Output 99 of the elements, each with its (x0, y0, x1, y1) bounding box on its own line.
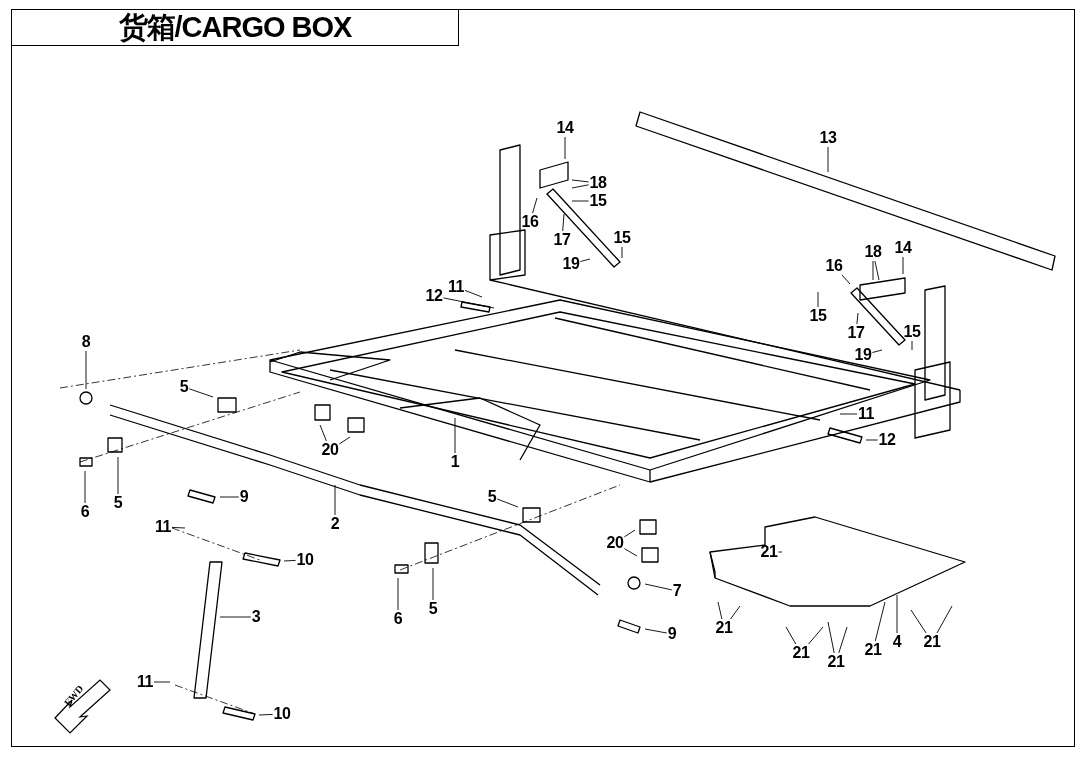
leader-line (188, 388, 214, 398)
leader-line (219, 496, 240, 498)
leader-line (827, 621, 835, 654)
leader-line (896, 594, 898, 634)
diagram-title: 货箱/CARGO BOX (11, 9, 459, 46)
leader-line (432, 567, 434, 601)
callout-number: 5 (428, 601, 438, 617)
leader-line (283, 559, 297, 562)
leader-line (319, 424, 327, 442)
callout-number: 14 (556, 120, 574, 136)
callout-number: 21 (792, 645, 810, 661)
callout-number: 15 (613, 230, 631, 246)
callout-number: 12 (878, 432, 896, 448)
callout-number: 11 (155, 519, 171, 535)
leader-line (623, 548, 638, 557)
callout-number: 9 (239, 489, 249, 505)
leader-line (153, 681, 171, 683)
callout-number: 10 (273, 706, 291, 722)
leader-line (579, 258, 591, 262)
leader-line (496, 498, 519, 508)
callout-number: 15 (589, 193, 607, 209)
callout-number: 21 (923, 634, 941, 650)
leader-line (644, 628, 668, 634)
leader-line (117, 456, 119, 495)
callout-number: 11 (448, 279, 464, 295)
leader-line (171, 526, 186, 529)
leader-line (785, 626, 797, 645)
callout-number: 5 (113, 495, 123, 511)
callout-number: 16 (825, 258, 843, 274)
leader-line (84, 470, 86, 504)
leader-line (442, 297, 495, 309)
callout-number: 18 (589, 175, 607, 191)
callout-number: 11 (858, 406, 874, 422)
leader-line (808, 626, 824, 645)
leader-line (827, 146, 829, 173)
leader-line (532, 197, 538, 214)
callout-number: 16 (521, 214, 539, 230)
leader-line (856, 312, 859, 325)
leader-line (454, 417, 456, 454)
callout-number: 20 (606, 535, 624, 551)
leader-line (902, 256, 904, 275)
leader-line (464, 289, 483, 298)
leader-line (910, 609, 927, 634)
leader-line (911, 340, 913, 351)
leader-line (571, 200, 590, 202)
callout-number: 13 (819, 130, 837, 146)
callout-number: 2 (330, 516, 340, 532)
leader-line (562, 213, 565, 232)
callout-number: 10 (296, 552, 314, 568)
leader-line (397, 577, 399, 611)
callout-number: 15 (903, 324, 921, 340)
callout-number: 11 (137, 674, 153, 690)
callout-number: 12 (425, 288, 443, 304)
callout-number: 19 (562, 256, 580, 272)
leader-line (872, 260, 874, 281)
callout-number: 5 (487, 489, 497, 505)
callout-number: 14 (894, 240, 912, 256)
callout-number: 21 (760, 544, 778, 560)
leader-line (644, 583, 673, 591)
leader-line (865, 439, 879, 441)
callout-number: 18 (864, 244, 882, 260)
leader-line (623, 529, 636, 538)
leader-line (571, 184, 590, 189)
callout-number: 21 (864, 642, 882, 658)
leader-line (717, 601, 723, 620)
callout-number: 15 (809, 308, 827, 324)
callout-number: 17 (553, 232, 571, 248)
callout-number: 19 (854, 347, 872, 363)
callout-number: 4 (892, 634, 902, 650)
callout-number: 8 (81, 334, 91, 350)
leader-line (777, 551, 783, 553)
callout-number: 21 (827, 654, 845, 670)
leader-line (564, 136, 566, 160)
callout-number: 9 (667, 626, 677, 642)
leader-line (621, 246, 623, 259)
leader-line (338, 436, 351, 445)
leader-line (874, 260, 880, 281)
leader-line (334, 484, 336, 516)
leader-line (874, 601, 886, 642)
leader-line (839, 413, 858, 415)
callout-number: 7 (672, 583, 682, 599)
leader-line (85, 350, 87, 390)
leader-line (871, 349, 883, 353)
leader-line (838, 626, 848, 654)
leader-line (841, 274, 851, 285)
leader-line (571, 179, 590, 183)
callout-number: 6 (80, 504, 90, 520)
callout-number: 17 (847, 325, 865, 341)
callout-number: 21 (715, 620, 733, 636)
leader-line (817, 291, 819, 308)
leader-line (219, 616, 252, 618)
leader-line (936, 605, 953, 634)
leader-line (730, 605, 741, 620)
callout-number: 20 (321, 442, 339, 458)
callout-number: 1 (450, 454, 460, 470)
callout-number: 3 (251, 609, 261, 625)
leader-line (258, 713, 274, 716)
callout-number: 5 (179, 379, 189, 395)
callout-number: 6 (393, 611, 403, 627)
